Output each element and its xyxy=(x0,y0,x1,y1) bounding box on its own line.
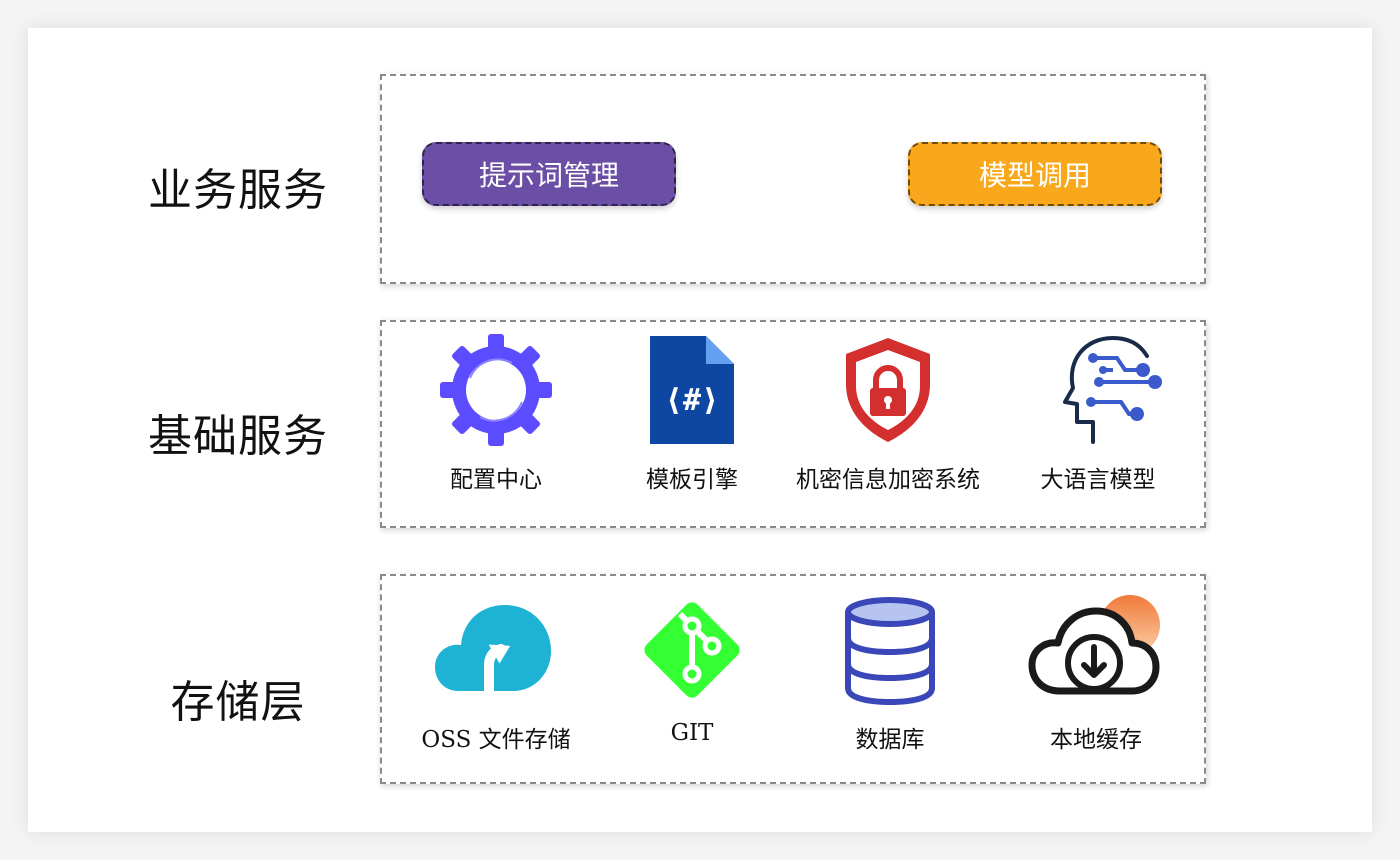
gear-ring-icon xyxy=(440,334,552,446)
svg-text:⟨#⟩: ⟨#⟩ xyxy=(665,383,719,418)
database-icon xyxy=(845,597,935,706)
database-label: 数据库 xyxy=(855,727,925,753)
model-invocation-button[interactable]: 模型调用 xyxy=(908,142,1162,206)
git-label: GIT xyxy=(670,720,714,746)
config-center-item: 配置中心 xyxy=(396,330,596,494)
secret-encryption-item: 机密信息加密系统 xyxy=(788,330,988,494)
ai-head-icon xyxy=(1063,336,1162,444)
layer-label-business: 业务服务 xyxy=(148,165,328,216)
layer-label-foundation: 基础服务 xyxy=(148,411,328,462)
cloud-upload-icon xyxy=(435,605,551,696)
layer-box-foundation: 配置中心 ⟨#⟩ 模板引擎 xyxy=(380,320,1206,528)
cloud-download-icon xyxy=(1028,595,1160,695)
llm-label: 大语言模型 xyxy=(1040,467,1156,493)
layer-box-business: 提示词管理 模型调用 xyxy=(380,74,1206,284)
config-center-label: 配置中心 xyxy=(450,467,542,493)
shield-lock-icon xyxy=(846,338,930,442)
template-engine-item: ⟨#⟩ 模板引擎 xyxy=(592,330,792,494)
git-item: GIT xyxy=(592,590,792,746)
layer-label-storage: 存储层 xyxy=(170,677,306,728)
database-item: 数据库 xyxy=(790,590,990,754)
oss-storage-label: OSS 文件存储 xyxy=(421,727,571,753)
diagram-canvas: 业务服务 提示词管理 模型调用 基础服务 xyxy=(28,28,1372,832)
local-cache-label: 本地缓存 xyxy=(1050,727,1142,753)
git-icon xyxy=(644,602,740,698)
layer-box-storage: OSS 文件存储 GIT xyxy=(380,574,1206,784)
prompt-management-button[interactable]: 提示词管理 xyxy=(422,142,676,206)
oss-storage-item: OSS 文件存储 xyxy=(396,590,596,754)
code-file-icon: ⟨#⟩ xyxy=(650,336,734,444)
local-cache-item: 本地缓存 xyxy=(996,590,1196,754)
llm-item: 大语言模型 xyxy=(998,330,1198,494)
secret-encryption-label: 机密信息加密系统 xyxy=(796,467,980,493)
template-engine-label: 模板引擎 xyxy=(646,467,738,493)
